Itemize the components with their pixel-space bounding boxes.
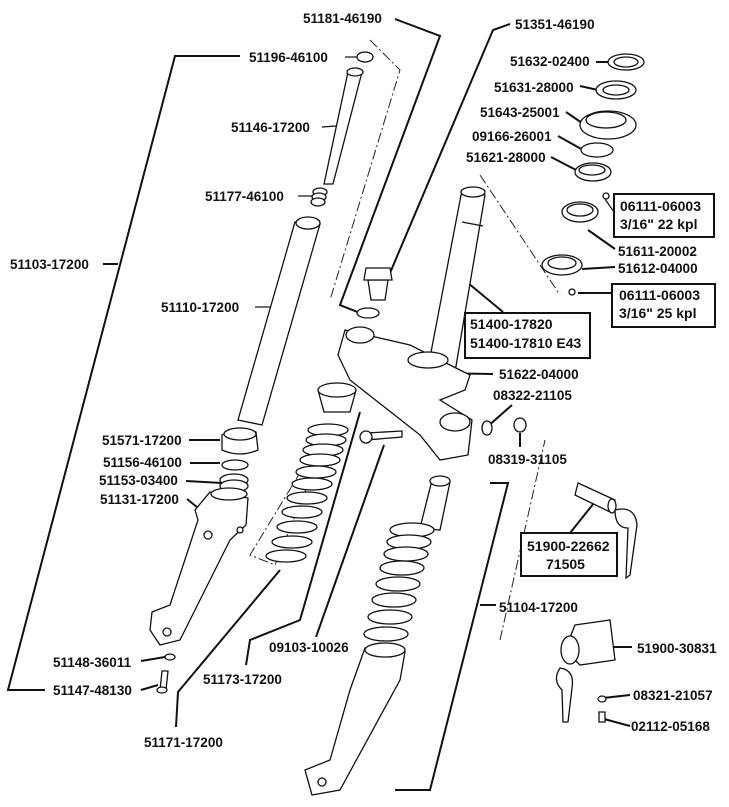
rebound-spring [310,187,328,207]
label-51622-04000: 51622-04000 [499,367,579,382]
label-51181-46190: 51181-46190 [303,11,382,26]
bearing-parts [541,53,645,296]
outer-tube-right [304,647,406,796]
label-51153-03400: 51153-03400 [99,473,178,488]
label-51177-46100: 51177-46100 [205,189,284,204]
label-09103-10026: 09103-10026 [269,640,349,655]
label-51900-30831: 51900-30831 [637,641,717,656]
right-spring [363,522,435,642]
outer-tube-left [149,491,249,646]
damper-rod [323,71,363,185]
top-bolt [367,279,389,301]
leader-lines [6,18,632,791]
label-51173-17200: 51173-17200 [203,672,282,687]
box-steering-stem-line1: 51400-17820 [470,316,553,332]
label-51632-02400: 51632-02400 [510,54,590,69]
steering-parts [337,186,527,461]
main-spring [265,423,349,563]
label-08321-21057: 08321-21057 [633,688,713,703]
label-08319-31105: 08319-31105 [488,452,567,467]
label-51147-48130: 51147-48130 [53,683,132,698]
label-51621-28000: 51621-28000 [466,150,546,165]
boxed-labels: 06111-06003 3/16" 22 kpl 06111-06003 3/1… [464,193,716,577]
box-lock: 51900-22662 71505 [520,532,618,577]
box-bearing-top-line1: 06111-06003 [620,198,701,214]
key-1 [614,508,638,580]
part-labels: 51181-46190 51351-46190 51196-46100 5163… [10,11,717,750]
label-51148-36011: 51148-36011 [53,655,132,670]
inner-tube [237,221,321,426]
label-51104-17200: 51104-17200 [499,600,578,615]
label-51146-17200: 51146-17200 [231,120,310,135]
label-51156-46100: 51156-46100 [103,455,182,470]
ring-51196 [356,51,374,63]
key-2 [555,667,574,723]
label-51631-28000: 51631-28000 [494,80,574,95]
label-51131-17200: 51131-17200 [100,492,179,507]
label-51351-46190: 51351-46190 [515,17,595,32]
label-51196-46100: 51196-46100 [249,50,328,65]
lock-parts [555,482,638,723]
washer-09166 [580,142,614,158]
label-51110-17200: 51110-17200 [161,300,239,315]
box-steering-stem-line2: 51400-17810 E43 [470,335,582,351]
label-08322-21105: 08322-21105 [493,388,572,403]
label-09166-26001: 09166-26001 [472,129,552,144]
box-bearing-bottom-line1: 06111-06003 [619,287,700,303]
label-51611-20002: 51611-20002 [618,244,697,259]
fork-left-parts [149,51,374,694]
box-bearing-top: 06111-06003 3/16" 22 kpl [613,193,715,238]
label-02112-05168: 02112-05168 [631,719,710,734]
label-51103-17200: 51103-17200 [10,257,89,272]
label-51171-17200: 51171-17200 [144,735,223,750]
fork-right-parts [304,475,451,796]
label-51612-04000: 51612-04000 [618,261,698,276]
box-steering-stem: 51400-17820 51400-17810 E43 [464,312,591,359]
box-bearing-bottom-line2: 3/16" 25 kpl [619,305,696,321]
box-lock-line1: 51900-22662 [527,538,610,554]
box-bearing-top-line2: 3/16" 22 kpl [620,216,697,232]
box-bearing-bottom: 06111-06003 3/16" 25 kpl [611,283,716,328]
box-lock-line2: 71505 [546,556,585,572]
label-51643-25001: 51643-25001 [480,105,560,120]
label-51571-17200: 51571-17200 [102,433,182,448]
damper-unit [419,479,451,531]
